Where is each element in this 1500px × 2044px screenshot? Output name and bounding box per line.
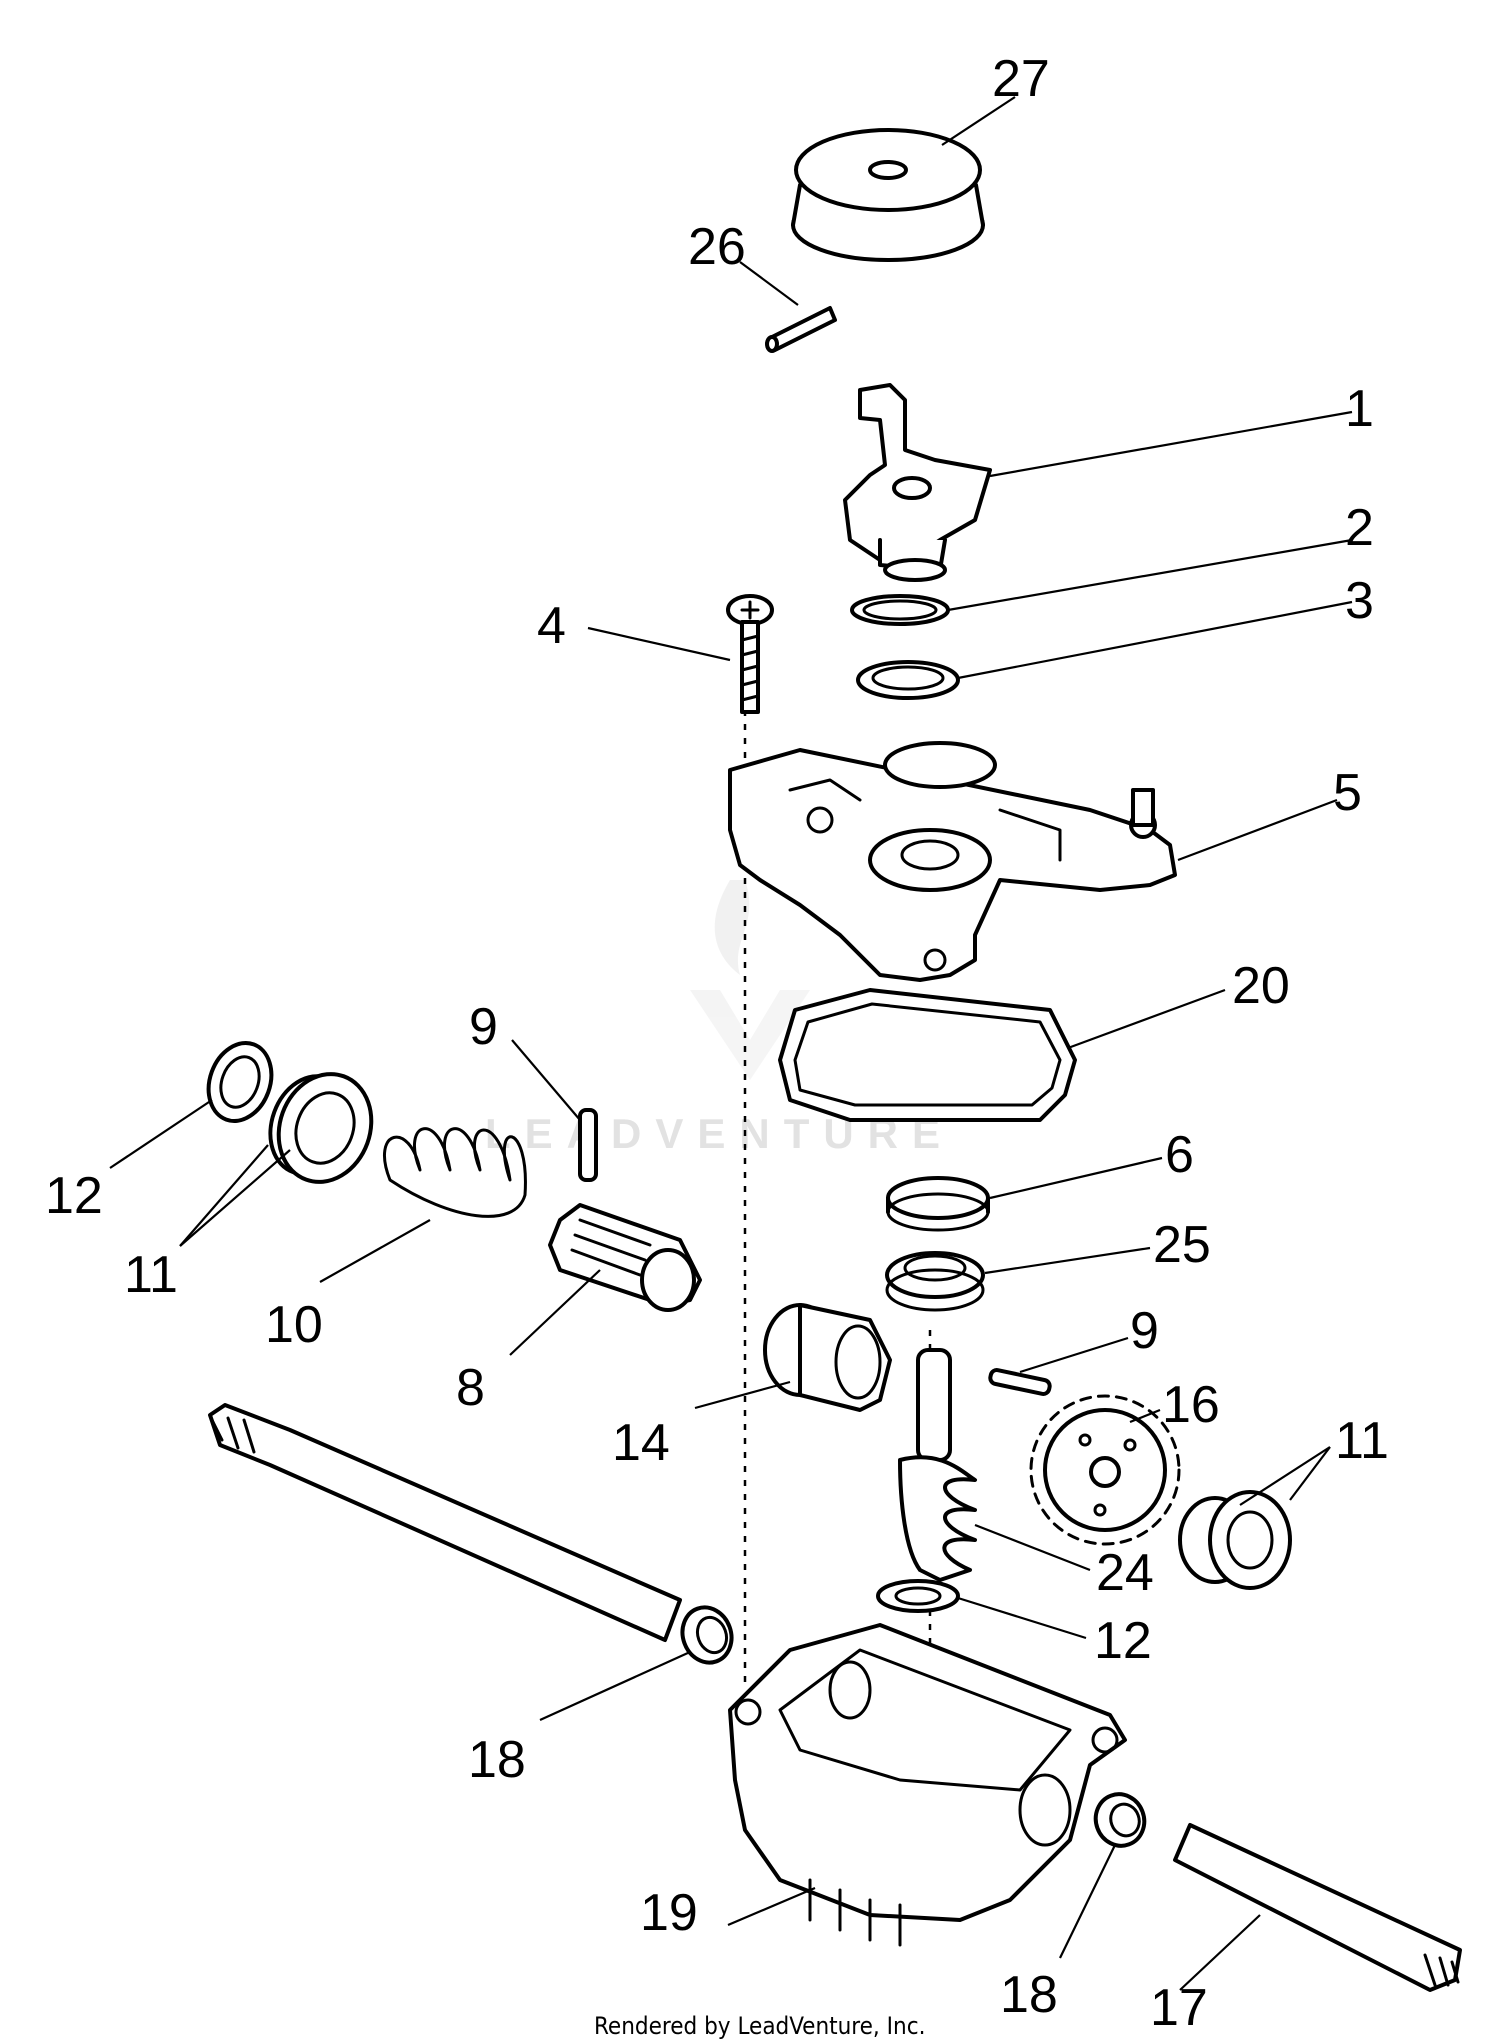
callout-1: 1 (1345, 380, 1374, 438)
callout-19: 19 (640, 1884, 698, 1942)
part-washer-lower (876, 1579, 960, 1613)
part-gear (1029, 1394, 1181, 1546)
callout-9-left: 9 (469, 998, 498, 1056)
callout-18-left: 18 (468, 1731, 526, 1789)
callout-27: 27 (992, 50, 1050, 108)
part-worm-shaft (898, 1348, 977, 1582)
part-seal-middle (886, 1176, 990, 1232)
part-pin-left (578, 1108, 598, 1182)
callout-11-left: 11 (124, 1246, 178, 1304)
footer-credit: Rendered by LeadVenture, Inc. (594, 2012, 925, 2040)
callout-8: 8 (456, 1359, 485, 1417)
callout-10: 10 (265, 1296, 323, 1354)
part-gasket (778, 988, 1077, 1122)
part-bushing-left (268, 1072, 374, 1184)
part-seal-right (1093, 1792, 1147, 1848)
callout-24: 24 (1096, 1544, 1154, 1602)
callout-17: 17 (1150, 1979, 1208, 2037)
callout-16: 16 (1162, 1376, 1220, 1434)
part-seal-left (680, 1605, 734, 1665)
watermark-logo (690, 880, 810, 1080)
leader-lines (109, 96, 1353, 1991)
part-bushing-right (1178, 1490, 1292, 1590)
callout-12-lower: 12 (1094, 1612, 1152, 1670)
callout-labels: 27 26 1 2 3 4 5 20 9 12 11 10 8 6 25 9 1… (45, 50, 1389, 2037)
part-pulley (791, 128, 985, 262)
callout-9-right: 9 (1130, 1302, 1159, 1360)
callout-11-right: 11 (1335, 1412, 1389, 1470)
part-pin-right (988, 1368, 1052, 1396)
callout-12-left: 12 (45, 1167, 103, 1225)
callout-6: 6 (1165, 1126, 1194, 1184)
callout-5: 5 (1333, 764, 1362, 822)
part-shift-lever (843, 383, 992, 582)
callout-2: 2 (1345, 499, 1374, 557)
callout-4: 4 (537, 597, 566, 655)
part-lower-housing (728, 1623, 1127, 1947)
callout-20: 20 (1232, 957, 1290, 1015)
part-upper-housing (728, 741, 1177, 982)
part-coupling (763, 1303, 892, 1412)
part-seal-top (856, 660, 960, 700)
part-axle-left (208, 1403, 682, 1642)
part-roll-pin (765, 306, 837, 353)
part-axle-right (1173, 1823, 1462, 1992)
part-splined-hub (548, 1203, 702, 1312)
callout-18-right: 18 (1000, 1966, 1058, 2024)
part-bearing (885, 1251, 985, 1312)
callout-14: 14 (612, 1414, 670, 1472)
callout-25: 25 (1153, 1216, 1211, 1274)
part-spring (383, 1127, 527, 1218)
callout-3: 3 (1345, 572, 1374, 630)
part-screw (726, 594, 774, 714)
callout-26: 26 (688, 218, 746, 276)
part-washer-left (206, 1041, 274, 1123)
